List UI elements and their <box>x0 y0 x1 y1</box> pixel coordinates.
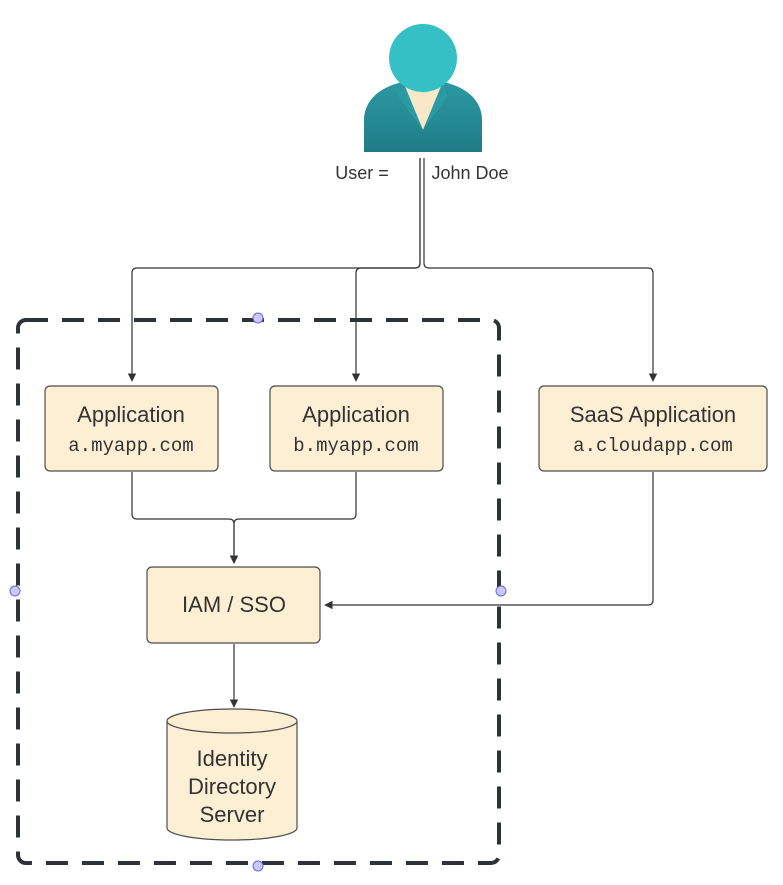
resize-handle-bottom[interactable] <box>252 860 264 872</box>
app-b-title: Application <box>302 402 410 427</box>
connector-user-to-app-b[interactable] <box>351 158 421 382</box>
saas-app-node[interactable]: SaaS Application a.cloudapp.com <box>538 385 768 472</box>
app-b-host: b.myapp.com <box>293 435 418 457</box>
directory-line-3: Server <box>200 802 265 827</box>
user-head <box>389 24 457 92</box>
user-lapel-left <box>398 84 423 130</box>
directory-line-2: Directory <box>188 774 276 799</box>
connector-app-a-to-iam[interactable] <box>131 472 239 564</box>
connector-user-to-app-a[interactable] <box>127 158 421 382</box>
app-a-node[interactable]: Application a.myapp.com <box>44 385 219 472</box>
boundary-resize-handles <box>9 312 507 872</box>
user-label-prefix: User = <box>335 163 389 183</box>
cylinder-top <box>166 708 298 734</box>
resize-handle-left[interactable] <box>9 585 21 597</box>
iam-sso-title: IAM / SSO <box>182 592 286 617</box>
directory-line-1: Identity <box>197 746 268 771</box>
user-collar <box>404 86 442 130</box>
resize-handle-right[interactable] <box>495 585 507 597</box>
user-name: John Doe <box>431 163 508 183</box>
connector-saas-to-iam[interactable] <box>324 472 654 610</box>
iam-sso-node[interactable]: IAM / SSO <box>146 566 321 644</box>
resize-handle-top[interactable] <box>252 312 264 324</box>
connectors <box>127 158 658 708</box>
cylinder-body <box>166 721 298 841</box>
user-icon[interactable] <box>364 24 482 152</box>
saas-app-host: a.cloudapp.com <box>573 435 733 457</box>
app-a-host: a.myapp.com <box>68 435 193 457</box>
connector-app-b-to-iam[interactable] <box>229 472 357 564</box>
identity-directory-cylinder[interactable]: Identity Directory Server <box>166 708 298 841</box>
user-lapel-right <box>423 84 448 130</box>
connector-user-to-saas[interactable] <box>423 158 658 382</box>
saas-app-title: SaaS Application <box>570 402 736 427</box>
app-a-title: Application <box>77 402 185 427</box>
app-b-node[interactable]: Application b.myapp.com <box>269 385 444 472</box>
